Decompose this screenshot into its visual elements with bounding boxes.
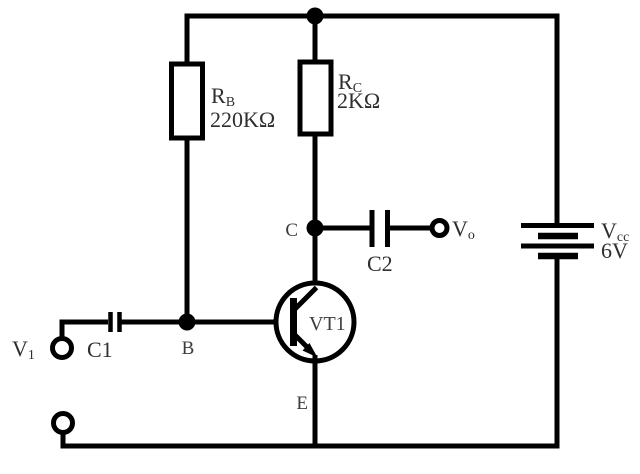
input-label: V1 [12,336,35,363]
vcc-label: Vcc [601,218,629,245]
resistor-rc-body [297,59,334,137]
junction-dot-collector [306,219,324,237]
transistor-collector-line [292,285,319,312]
junction-dot-top-rail [306,7,324,25]
rc-value: 2KΩ [337,88,380,113]
rb-value: 220KΩ [210,107,275,132]
input-wire [59,319,108,339]
node-e-label: E [296,393,308,414]
rb-label: RB [211,83,235,110]
vcc-value: 6V [601,238,628,263]
resistor-rb-body [169,61,205,141]
c1-label: C1 [87,337,113,362]
c2-label: C2 [367,251,393,276]
transistor-label: VT1 [309,313,346,335]
input-terminal [50,336,74,360]
output-label: Vo [452,216,475,243]
junction-dot-base [178,313,196,331]
rc-label: RC [338,69,362,96]
node-c-label: C [285,220,298,241]
transistor-emitter-arrow [302,343,318,358]
top-rail-wire [184,13,560,223]
ground-terminal [51,411,75,435]
node-b-label: B [182,338,195,359]
output-terminal [429,218,450,238]
bottom-rail-wire [60,257,560,449]
